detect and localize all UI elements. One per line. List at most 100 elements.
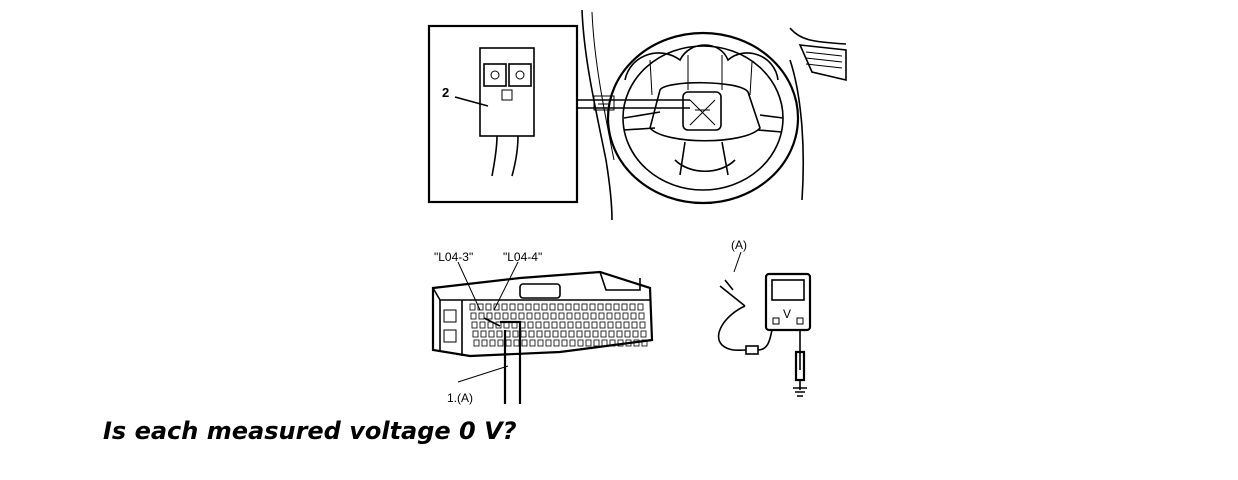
connector-pin	[518, 312, 525, 320]
connector-pin	[606, 312, 613, 320]
connector-pin	[472, 330, 479, 338]
connector-pin	[535, 321, 542, 329]
connector-pin	[566, 312, 573, 320]
connector-pin	[550, 312, 557, 320]
meter-display-letter: V	[783, 307, 791, 321]
connector-pin	[593, 339, 600, 347]
connector-pin	[479, 321, 486, 329]
connector-pin	[639, 321, 646, 329]
connector-pin	[512, 330, 519, 338]
connector-pin	[599, 321, 606, 329]
connector-pin	[576, 330, 583, 338]
connector-pin	[509, 303, 516, 311]
connector-pin	[567, 321, 574, 329]
connector-pin	[481, 339, 488, 347]
connector-pin	[497, 339, 504, 347]
connector-pin	[615, 321, 622, 329]
connector-pin	[625, 339, 632, 347]
connector-pin	[520, 330, 527, 338]
connector-pin	[577, 339, 584, 347]
connector-illustration: "L04-3" "L04-4" 1.(A)	[431, 250, 654, 405]
connector-pin	[473, 339, 480, 347]
connector-pin	[529, 339, 536, 347]
connector-pin	[597, 303, 604, 311]
connector-pin	[537, 339, 544, 347]
connector-pin	[469, 303, 476, 311]
connector-pin	[568, 330, 575, 338]
connector-pin	[480, 330, 487, 338]
connector-pin	[557, 303, 564, 311]
connector-pin	[584, 330, 591, 338]
connector-pin	[590, 312, 597, 320]
connector-pin	[521, 339, 528, 347]
connector-pin	[542, 312, 549, 320]
connector-pin	[502, 312, 509, 320]
connector-pin	[495, 321, 502, 329]
connector-pin	[632, 330, 639, 338]
connector-pin	[477, 303, 484, 311]
connector-pin	[486, 312, 493, 320]
connector-pin	[560, 330, 567, 338]
connector-pin	[471, 321, 478, 329]
connector-pin	[545, 339, 552, 347]
connector-pin	[633, 339, 640, 347]
terminal-label-l04-4: "L04-4"	[503, 250, 542, 264]
connector-pin	[517, 303, 524, 311]
terminal-label-l04-3: "L04-3"	[434, 250, 473, 264]
connector-pin	[622, 312, 629, 320]
connector-pin	[494, 312, 501, 320]
connector-pin	[624, 330, 631, 338]
connector-pin	[630, 312, 637, 320]
connector-pin	[534, 312, 541, 320]
connector-pin	[631, 321, 638, 329]
connector-pin	[510, 312, 517, 320]
connector-pin	[575, 321, 582, 329]
connector-pin	[614, 312, 621, 320]
connector-pin	[592, 330, 599, 338]
connector-pin	[505, 339, 512, 347]
connector-pin	[543, 321, 550, 329]
connector-pin	[617, 339, 624, 347]
connector-pin	[528, 330, 535, 338]
connector-pin	[501, 303, 508, 311]
connector-pin	[541, 303, 548, 311]
connector-pin-grid	[469, 303, 648, 347]
connector-pin	[573, 303, 580, 311]
connector-pin	[565, 303, 572, 311]
connector-pin	[513, 339, 520, 347]
connector-pin	[549, 303, 556, 311]
connector-pin	[640, 330, 647, 338]
connector-pin	[496, 330, 503, 338]
connector-pin	[605, 303, 612, 311]
connector-pin	[616, 330, 623, 338]
connector-pin	[608, 330, 615, 338]
connector-pin	[637, 303, 644, 311]
probe-label: 1.(A)	[447, 391, 473, 405]
meter-probe-label: (A)	[731, 238, 747, 252]
connector-pin	[485, 303, 492, 311]
connector-pin	[536, 330, 543, 338]
connector-pin	[488, 330, 495, 338]
steering-wheel-illustration	[577, 9, 847, 221]
switch-inset-box: 2	[427, 24, 579, 204]
connector-pin	[561, 339, 568, 347]
switch-callout-label: 2	[442, 85, 449, 100]
connector-pin	[582, 312, 589, 320]
connector-pin	[623, 321, 630, 329]
connector-pin	[621, 303, 628, 311]
connector-pin	[589, 303, 596, 311]
connector-pin	[527, 321, 534, 329]
connector-pin	[544, 330, 551, 338]
connector-pin	[569, 339, 576, 347]
connector-pin	[558, 312, 565, 320]
connector-pin	[600, 330, 607, 338]
connector-pin	[581, 303, 588, 311]
connector-pin	[629, 303, 636, 311]
connector-pin	[598, 312, 605, 320]
connector-pin	[552, 330, 559, 338]
connector-pin	[638, 312, 645, 320]
connector-pin	[489, 339, 496, 347]
connector-pin	[559, 321, 566, 329]
connector-pin	[525, 303, 532, 311]
